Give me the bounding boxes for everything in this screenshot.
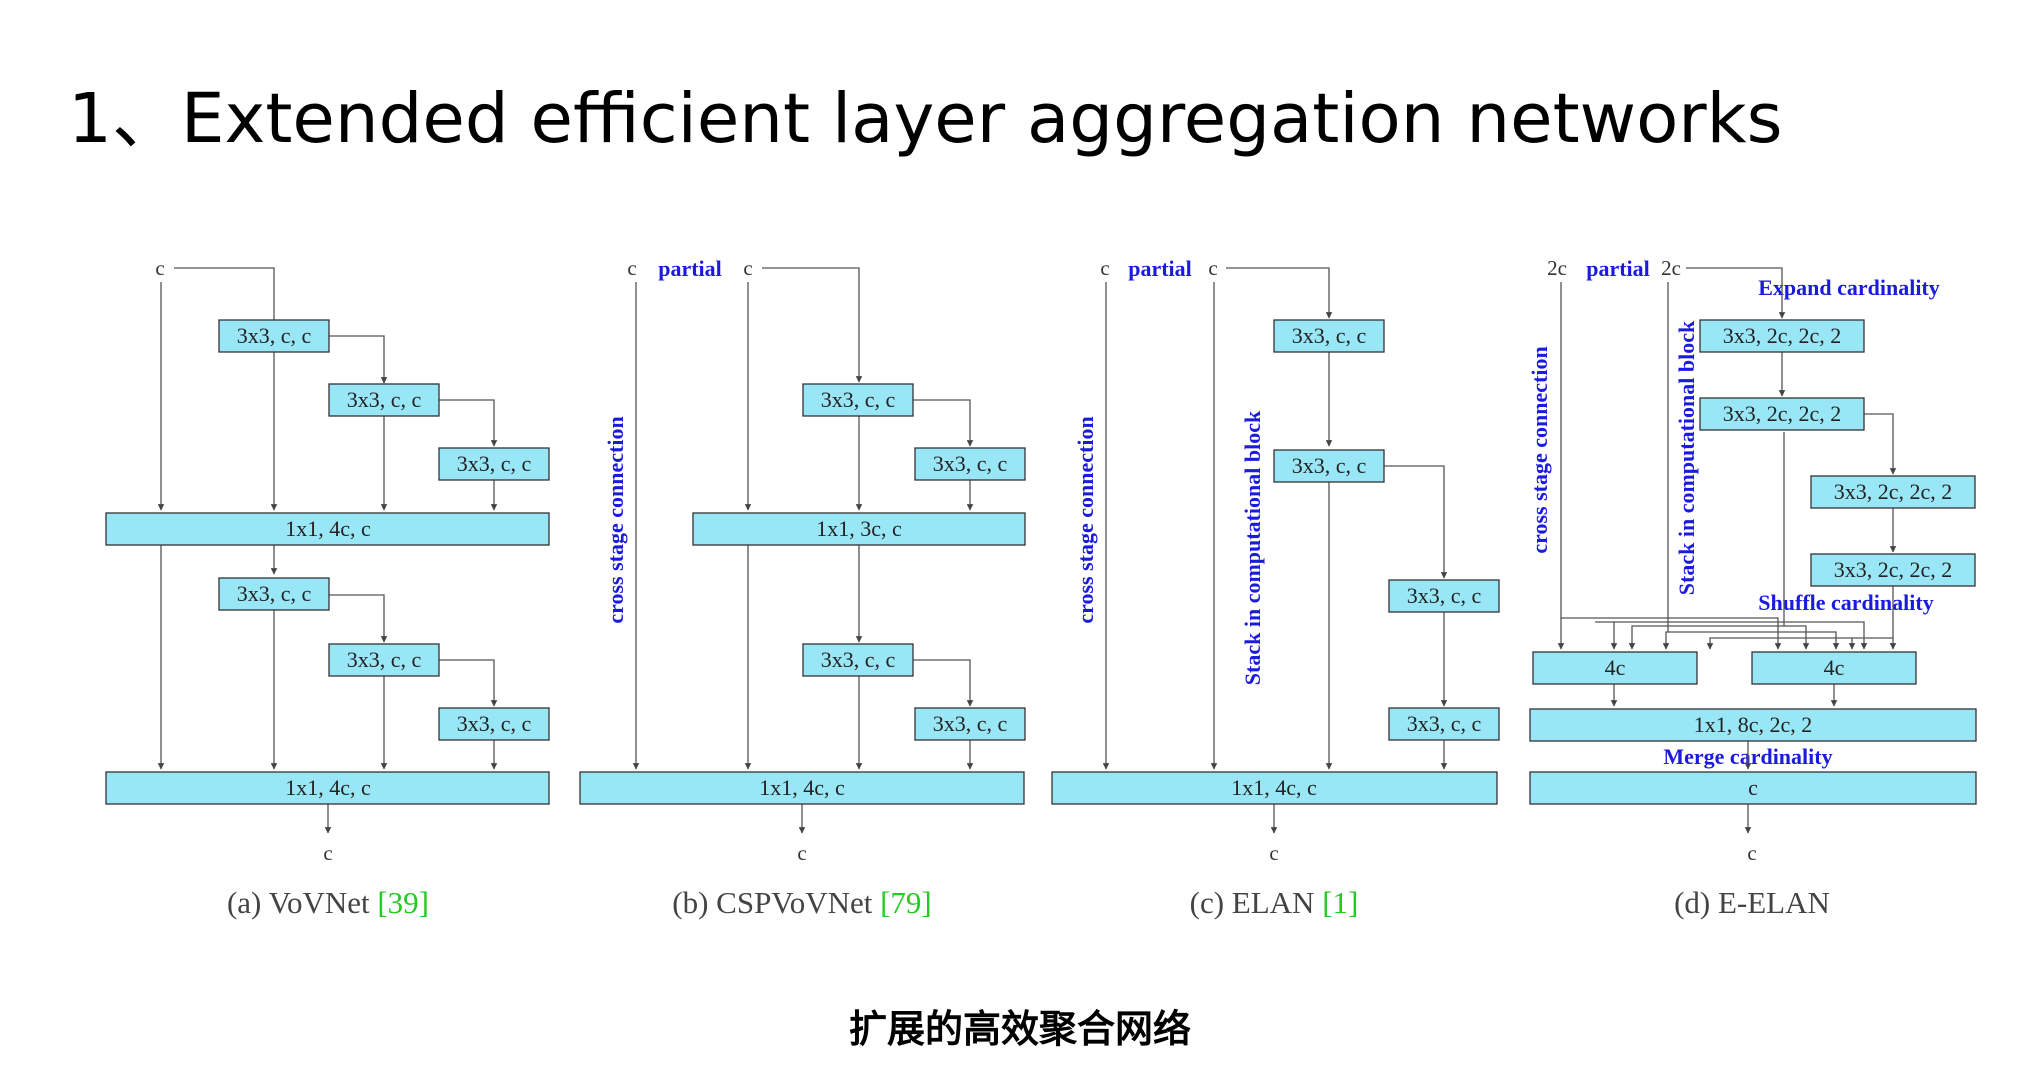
aggregation-block-label: 1x1, 4c, c — [1231, 775, 1317, 800]
conv-block-label: 3x3, c, c — [457, 711, 532, 736]
transition-block-1x1 — [1529, 708, 1977, 742]
stack-computational-block-label: Stack in computational block — [1240, 410, 1265, 685]
conv-block-label: 3x3, 2c, 2c, 2 — [1834, 557, 1953, 582]
concat-block-4c — [1532, 651, 1698, 685]
panel-cspvovnet: c partial c cross stage connection 3x3, … — [579, 256, 1026, 920]
partial-label: partial — [1586, 256, 1650, 281]
concat-block-label: 4c — [1824, 655, 1845, 680]
aggregation-block-1x1 — [105, 512, 550, 546]
panel-elan: c partial c cross stage connection Stack… — [1051, 256, 1500, 920]
group-conv-block-3x3 — [1699, 397, 1865, 431]
reference-link[interactable]: [79] — [880, 885, 932, 920]
conv-block-3x3 — [218, 319, 330, 353]
conv-block-label: 3x3, c, c — [457, 451, 532, 476]
slide-caption: 扩展的高效聚合网络 — [848, 1007, 1191, 1051]
stack-computational-block-label: Stack in computational block — [1674, 320, 1699, 595]
input-label: 2c — [1661, 256, 1681, 280]
conv-block-label: 3x3, c, c — [933, 451, 1008, 476]
aggregation-block-label: 1x1, 4c, c — [759, 775, 845, 800]
output-label: c — [1747, 841, 1756, 865]
conv-block-label: 3x3, 2c, 2c, 2 — [1723, 401, 1842, 426]
input-label: 2c — [1547, 256, 1567, 280]
input-label: c — [743, 256, 752, 280]
input-label: c — [627, 256, 636, 280]
conv-block-3x3 — [914, 447, 1026, 481]
conv-block-label: 3x3, c, c — [1407, 711, 1482, 736]
conv-block-label: 3x3, c, c — [933, 711, 1008, 736]
conv-block-label: 3x3, c, c — [347, 387, 422, 412]
partial-label: partial — [1128, 256, 1192, 281]
conv-block-3x3 — [802, 383, 914, 417]
panel-subtitle: (c) ELAN [1] — [1190, 885, 1359, 920]
conv-block-label: 3x3, c, c — [237, 581, 312, 606]
conv-block-3x3 — [1273, 319, 1385, 353]
aggregation-block-label: 1x1, 3c, c — [816, 516, 902, 541]
merge-output-label: c — [1748, 775, 1758, 800]
input-label: c — [1208, 256, 1217, 280]
group-conv-block-3x3 — [1699, 319, 1865, 353]
conv-block-label: 3x3, 2c, 2c, 2 — [1834, 479, 1953, 504]
input-label: c — [155, 256, 164, 280]
cross-stage-connection-label: cross stage connection — [1073, 416, 1098, 623]
conv-block-label: 3x3, c, c — [1292, 453, 1367, 478]
aggregation-block-1x1 — [105, 771, 550, 805]
output-label: c — [797, 841, 806, 865]
conv-block-3x3 — [328, 643, 440, 677]
conv-block-label: 3x3, c, c — [821, 387, 896, 412]
eelan-architecture-diagram: c 3x3, c, c 3x3, c, c 3x3, c, c 1x1, 4c,… — [105, 256, 1977, 920]
conv-block-label: 3x3, c, c — [347, 647, 422, 672]
output-label: c — [1269, 841, 1278, 865]
subtitle-text: (b) CSPVoVNet — [672, 885, 880, 920]
aggregation-block-1x1 — [692, 512, 1026, 546]
panel-e-elan: 2c partial 2c Expand cardinality cross s… — [1527, 256, 1977, 920]
shuffle-cardinality-label: Shuffle cardinality — [1758, 590, 1933, 615]
merge-output-block — [1529, 771, 1977, 805]
panel-subtitle: (a) VoVNet [39] — [227, 885, 429, 920]
concat-block-4c — [1751, 651, 1917, 685]
conv-block-label: 3x3, c, c — [237, 323, 312, 348]
conv-block-3x3 — [1388, 579, 1500, 613]
group-conv-block-3x3 — [1810, 553, 1976, 587]
concat-block-label: 4c — [1605, 655, 1626, 680]
conv-block-3x3 — [1273, 449, 1385, 483]
output-label: c — [323, 841, 332, 865]
conv-block-3x3 — [1388, 707, 1500, 741]
conv-block-3x3 — [802, 643, 914, 677]
panel-subtitle: (b) CSPVoVNet [79] — [672, 885, 932, 920]
conv-block-3x3 — [438, 707, 550, 741]
conv-block-label: 3x3, c, c — [1292, 323, 1367, 348]
aggregation-block-label: 1x1, 4c, c — [285, 516, 371, 541]
reference-link[interactable]: [1] — [1322, 885, 1358, 920]
cross-stage-connection-label: cross stage connection — [1527, 346, 1552, 553]
aggregation-block-label: 1x1, 4c, c — [285, 775, 371, 800]
panel-subtitle: (d) E-ELAN — [1674, 885, 1830, 920]
panel-vovnet: c 3x3, c, c 3x3, c, c 3x3, c, c 1x1, 4c,… — [105, 256, 550, 920]
group-conv-block-3x3 — [1810, 475, 1976, 509]
conv-block-label: 3x3, 2c, 2c, 2 — [1723, 323, 1842, 348]
input-label: c — [1100, 256, 1109, 280]
conv-block-3x3 — [328, 383, 440, 417]
conv-block-label: 3x3, c, c — [821, 647, 896, 672]
reference-link[interactable]: [39] — [377, 885, 429, 920]
expand-cardinality-label: Expand cardinality — [1758, 275, 1940, 300]
partial-label: partial — [658, 256, 722, 281]
conv-block-label: 3x3, c, c — [1407, 583, 1482, 608]
subtitle-text: (c) ELAN — [1190, 885, 1323, 920]
aggregation-block-1x1 — [579, 771, 1025, 805]
transition-block-label: 1x1, 8c, 2c, 2 — [1694, 712, 1813, 737]
aggregation-block-1x1 — [1051, 771, 1498, 805]
conv-block-3x3 — [914, 707, 1026, 741]
conv-block-3x3 — [218, 577, 330, 611]
subtitle-text: (a) VoVNet — [227, 885, 377, 920]
conv-block-3x3 — [438, 447, 550, 481]
slide-title: 1、Extended efficient layer aggregation n… — [68, 79, 1783, 159]
cross-stage-connection-label: cross stage connection — [603, 416, 628, 623]
